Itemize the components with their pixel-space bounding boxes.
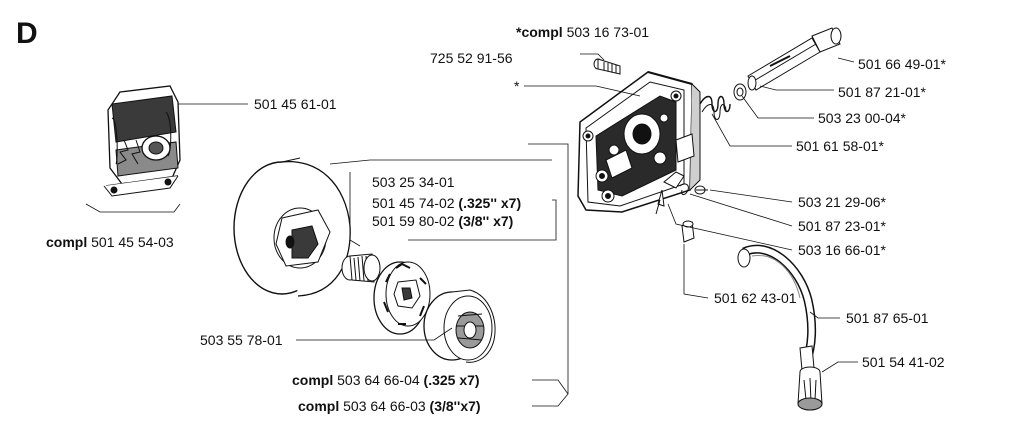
part-label-6-number: 503 23 00-04* — [818, 110, 906, 126]
part-label-13-number: 503 21 29-06* — [798, 194, 886, 210]
part-label-20-suffix: (.325 x7) — [423, 372, 480, 388]
part-label-8: 501 45 61-01 — [254, 96, 337, 112]
part-label-10-number: 501 45 74-02 — [372, 195, 455, 211]
part-label-10-suffix: (.325'' x7) — [458, 195, 522, 211]
part-label-15-number: 503 16 66-01* — [798, 242, 886, 258]
part-label-21: compl 503 64 66-03 (3/8''x7) — [298, 398, 481, 414]
part-label-8-number: 501 45 61-01 — [254, 96, 337, 112]
part-label-3-number: * — [514, 78, 520, 94]
part-label-12-number: 501 45 54-03 — [91, 234, 174, 250]
oil-hose-drawing — [737, 244, 817, 371]
part-label-16-number: 501 62 43-01 — [714, 290, 797, 306]
part-label-18-number: 503 55 78-01 — [200, 332, 283, 348]
small-parts-drawing — [655, 171, 708, 243]
part-label-2-number: 725 52 91-56 — [430, 50, 513, 66]
leader-lines — [85, 53, 858, 407]
spring-drawing — [699, 95, 731, 120]
part-label-1-prefix: *compl — [516, 24, 563, 40]
part-label-1: *compl 503 16 73-01 — [516, 24, 649, 40]
part-label-17-number: 501 87 65-01 — [846, 310, 929, 326]
part-label-6: 503 23 00-04* — [818, 110, 906, 126]
part-label-16: 501 62 43-01 — [714, 290, 797, 306]
part-label-17: 501 87 65-01 — [846, 310, 929, 326]
part-label-20-prefix: compl — [292, 372, 334, 388]
part-label-15: 503 16 66-01* — [798, 242, 886, 258]
part-label-11-number: 501 59 80-02 — [372, 213, 455, 229]
part-label-14-number: 501 87 23-01* — [798, 218, 886, 234]
part-label-18: 503 55 78-01 — [200, 332, 283, 348]
spur-sprocket-drawing — [423, 289, 496, 363]
part-label-19-number: 501 54 41-02 — [862, 354, 945, 370]
part-label-9: 503 25 34-01 — [372, 174, 455, 190]
plunger-drawing — [733, 27, 842, 101]
part-label-1-number: 503 16 73-01 — [566, 24, 650, 40]
part-label-21-prefix: compl — [298, 398, 340, 414]
part-label-21-suffix: (3/8''x7) — [429, 398, 481, 414]
part-label-5-number: 501 87 21-01* — [838, 84, 926, 100]
part-label-20-number: 503 64 66-04 — [337, 372, 420, 388]
part-label-7-number: 501 61 58-01* — [796, 138, 884, 154]
screw-drawing — [593, 58, 621, 75]
part-label-14: 501 87 23-01* — [798, 218, 886, 234]
part-label-10: 501 45 74-02 (.325'' x7) — [372, 195, 521, 211]
part-label-20: compl 503 64 66-04 (.325 x7) — [292, 372, 480, 388]
part-label-19: 501 54 41-02 — [862, 354, 945, 370]
needle-bearing-drawing — [341, 253, 381, 283]
part-label-4: 501 66 49-01* — [858, 56, 946, 72]
part-label-9-number: 503 25 34-01 — [372, 174, 455, 190]
part-label-5: 501 87 21-01* — [838, 84, 926, 100]
part-label-21-number: 503 64 66-03 — [343, 398, 426, 414]
section-letter: D — [16, 17, 38, 50]
part-label-11-suffix: (3/8'' x7) — [458, 213, 514, 229]
part-label-12: compl 501 45 54-03 — [46, 234, 174, 250]
clutch-drawing — [103, 85, 181, 197]
part-label-7: 501 61 58-01* — [796, 138, 884, 154]
part-label-12-prefix: compl — [46, 234, 88, 250]
oil-pump-drawing — [577, 71, 701, 213]
part-label-3: * — [514, 78, 519, 94]
oil-filter-drawing — [797, 366, 823, 411]
part-label-2: 725 52 91-56 — [430, 50, 513, 66]
part-label-13: 503 21 29-06* — [798, 194, 886, 210]
part-label-4-number: 501 66 49-01* — [858, 56, 946, 72]
clutch-drum-drawing — [233, 157, 351, 297]
part-label-11: 501 59 80-02 (3/8'' x7) — [372, 213, 513, 229]
rim-sprocket-drawing — [373, 261, 431, 335]
